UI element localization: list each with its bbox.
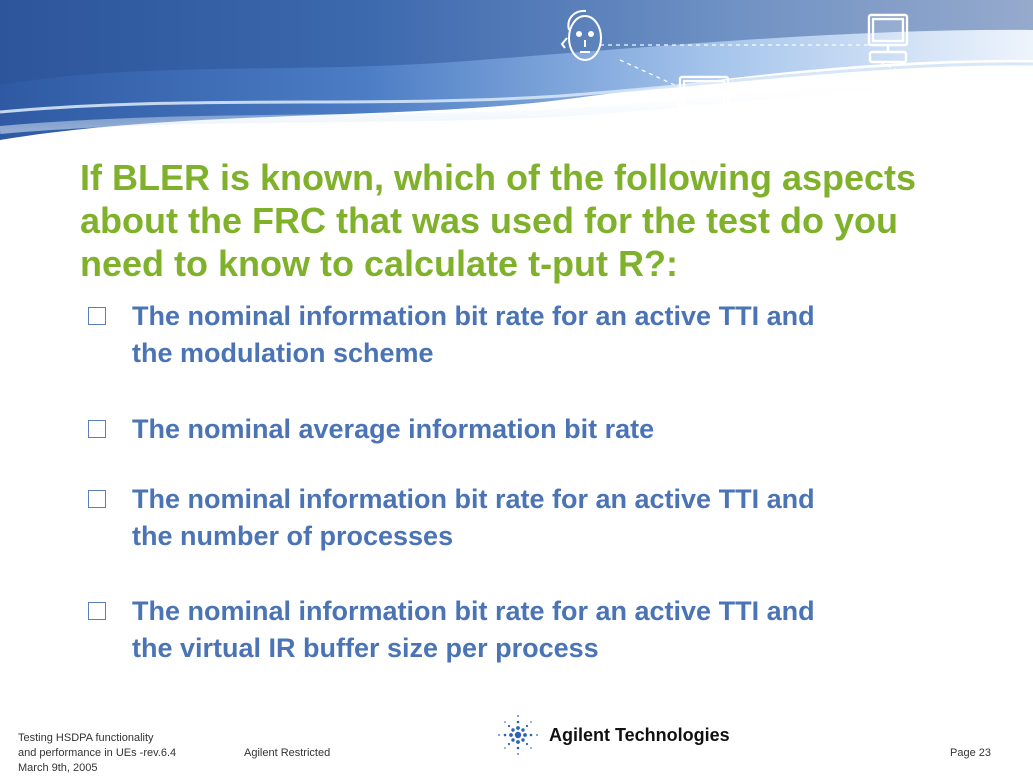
- answer-option[interactable]: The nominal information bit rate for an …: [88, 298, 952, 372]
- agilent-spark-logo-icon: [498, 715, 538, 755]
- monitor-icon: [867, 13, 909, 64]
- header-banner: [0, 0, 1033, 140]
- footer-restricted: Agilent Restricted: [244, 747, 331, 759]
- answer-option-line: The nominal information bit rate for an …: [132, 301, 815, 331]
- slide-title-line: If BLER is known, which of the following…: [80, 157, 917, 198]
- network-dashed-lines: [600, 44, 961, 115]
- footer-doc-line: Testing HSDPA functionality: [18, 732, 154, 744]
- empty-checkbox-icon[interactable]: [88, 420, 106, 438]
- answer-option-text: The nominal information bit rate for an …: [132, 481, 952, 555]
- footer-document-info: Testing HSDPA functionality and performa…: [18, 731, 238, 776]
- empty-checkbox-icon[interactable]: [88, 307, 106, 325]
- footer-doc-line: March 9th, 2005: [18, 762, 98, 774]
- slide-title-line: about the FRC that was used for the test…: [80, 200, 899, 241]
- mobile-phone-icon: [954, 76, 978, 131]
- answer-option-line: The nominal information bit rate for an …: [132, 484, 815, 514]
- slide-title-line: need to know to calculate t-put R?:: [80, 243, 679, 284]
- empty-checkbox-icon[interactable]: [88, 602, 106, 620]
- answer-option-line: The nominal average information bit rate: [132, 414, 655, 444]
- empty-checkbox-icon[interactable]: [88, 490, 106, 508]
- slide-title: If BLER is known, which of the following…: [80, 156, 1010, 285]
- answer-option-text: The nominal information bit rate for an …: [132, 298, 952, 372]
- brand-name: Agilent Technologies: [549, 724, 730, 745]
- footer-doc-line: and performance in UEs -rev.6.4: [18, 747, 177, 759]
- answer-option[interactable]: The nominal information bit rate for an …: [88, 481, 952, 555]
- footer-brand: Agilent Technologies: [497, 714, 730, 756]
- laptop-icon: [670, 75, 738, 126]
- answer-option-line: The nominal information bit rate for an …: [132, 596, 815, 626]
- answer-option-text: The nominal average information bit rate: [132, 411, 952, 448]
- page-number: Page 23: [950, 747, 991, 759]
- agent-face-icon: [560, 9, 602, 61]
- answer-option-line: the number of processes: [132, 521, 454, 551]
- answer-option-line: the virtual IR buffer size per process: [132, 633, 599, 663]
- answer-option-line: the modulation scheme: [132, 338, 434, 368]
- answer-option[interactable]: The nominal information bit rate for an …: [88, 593, 952, 667]
- answer-option-text: The nominal information bit rate for an …: [132, 593, 952, 667]
- answer-option[interactable]: The nominal average information bit rate: [88, 411, 952, 448]
